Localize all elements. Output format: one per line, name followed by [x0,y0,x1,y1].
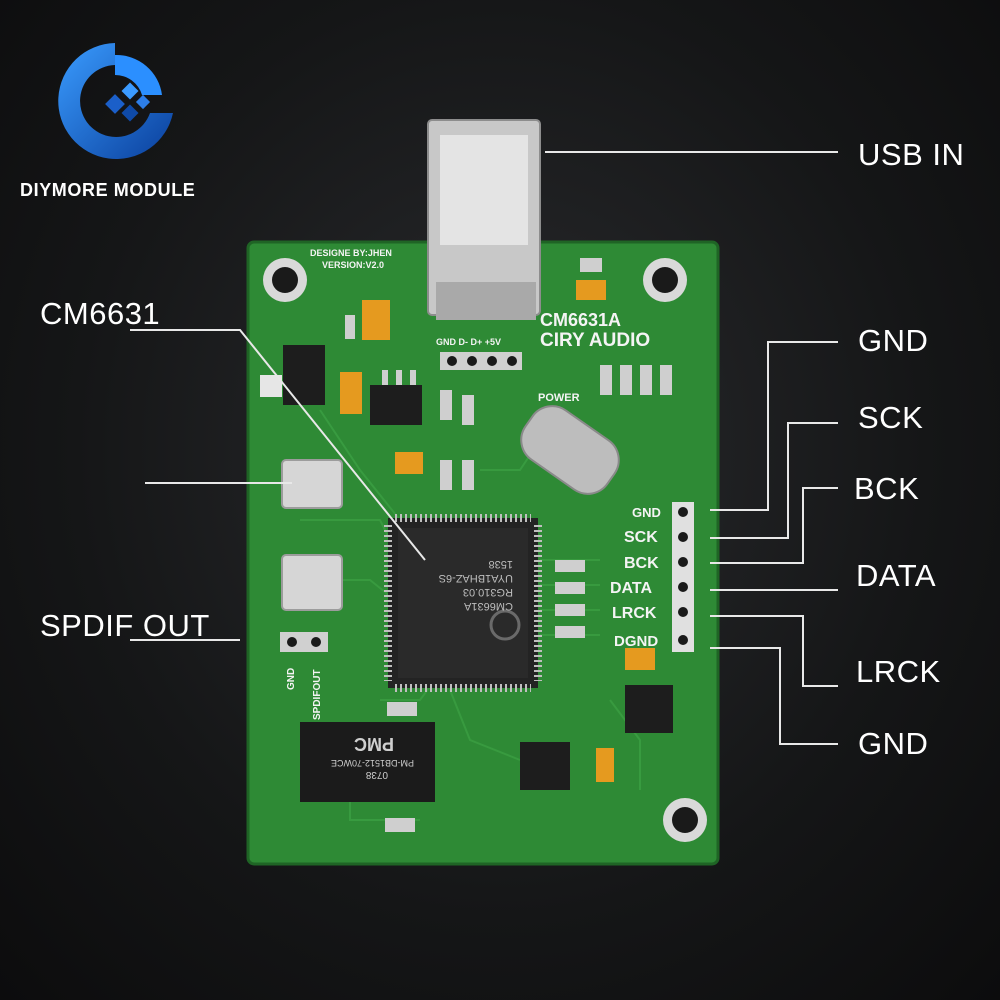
label-data: DATA [856,558,937,593]
leader-lrck [710,615,838,687]
brand-logo-icon [58,43,173,159]
leader-cm6631 [130,329,426,561]
transformer-part: PM-DB1512-70WCE [331,758,414,768]
transformer-code: 0738 [365,769,388,780]
spdif-out-text: SPDIFOUT [312,669,323,720]
header-pin-lrck: LRCK [612,605,657,622]
label-cm6631: CM6631 [40,296,161,331]
board-usb-pins-text: GND D- D+ +5V [436,337,501,347]
leader-gnd-top [710,341,838,511]
spdif-gnd-text: GND [286,668,297,690]
board-model-text: CM6631A [540,310,621,330]
board-brand-text: CIRY AUDIO [540,330,650,351]
label-spdif-out: SPDIF OUT [40,608,210,643]
label-sck: SCK [858,400,924,435]
header-pin-gnd: GND [632,505,661,520]
board-version-text: VERSION:V2.0 [322,260,384,270]
header-pin-dgnd: DGND [614,633,658,650]
chip-line-4: 1538 [489,558,513,570]
header-pin-bck: BCK [624,555,659,572]
board-designer-text: DESIGNE BY:JHEN [310,248,392,258]
brand-name: DIYMORE MODULE [20,180,196,200]
leader-gnd-bottom [710,647,838,745]
chip-line-2: RG310.03 [463,586,513,598]
label-usb-in: USB IN [858,137,965,172]
chip-line-1: CM6631A [463,600,513,612]
board-power-text: POWER [538,392,580,404]
label-gnd-top: GND [858,323,929,358]
leader-sck [710,422,838,539]
header-pin-data: DATA [610,580,653,597]
label-lrck: LRCK [856,654,941,689]
label-bck: BCK [854,471,920,506]
header-pin-sck: SCK [624,529,658,546]
label-gnd-bottom: GND [858,726,929,761]
transformer-brand: PMC [354,734,394,754]
chip-line-3: UYA1BHAZ-6S [439,572,513,584]
leader-bck [710,487,838,564]
